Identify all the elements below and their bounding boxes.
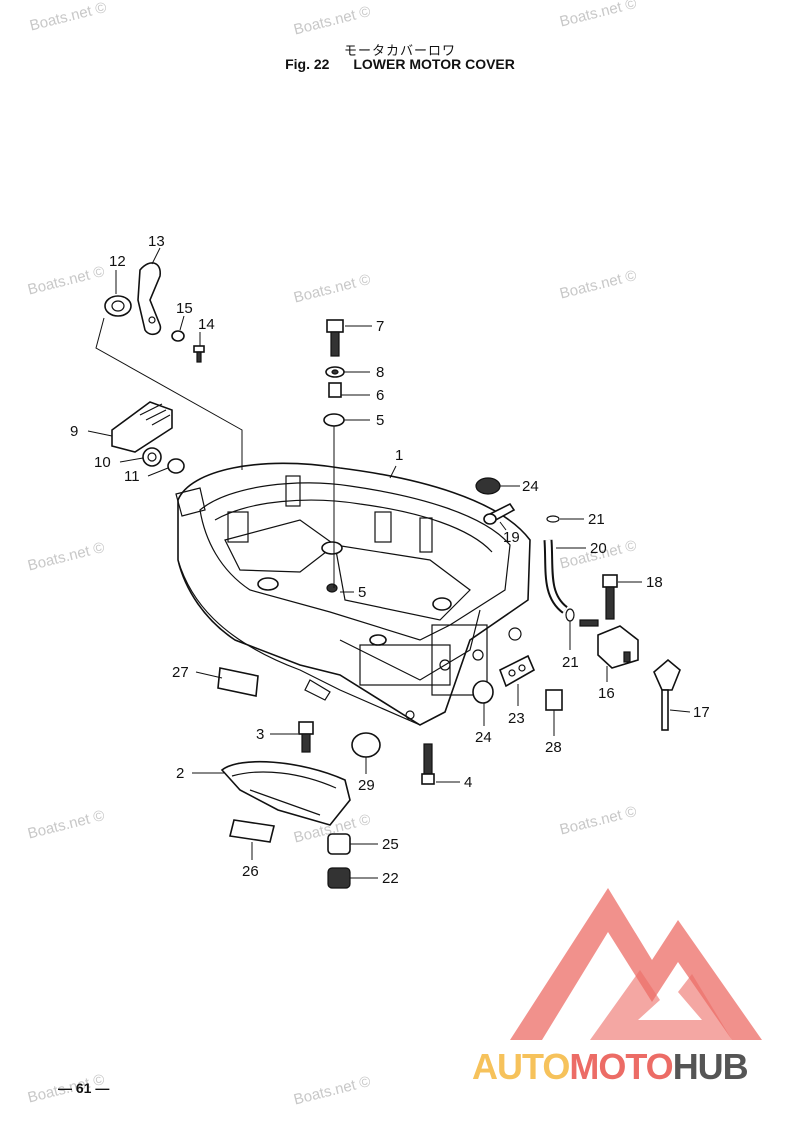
part-19-clamp [483, 502, 516, 525]
part-22-grommet [327, 867, 351, 889]
figure-title: Fig. 22 LOWER MOTOR COVER [0, 56, 800, 72]
part-15-washer [171, 330, 185, 342]
part-11-collar [167, 458, 185, 474]
callout-18: 18 [646, 574, 663, 591]
callout-1: 1 [395, 447, 403, 464]
callout-3: 3 [256, 726, 264, 743]
callout-7: 7 [376, 318, 384, 335]
part-21-clip-lower [565, 608, 575, 622]
figure-name: LOWER MOTOR COVER [353, 56, 515, 72]
part-5-grommet [323, 413, 345, 427]
callout-15: 15 [176, 300, 193, 317]
part-24-plug-lower [472, 680, 494, 704]
callout-22: 22 [382, 870, 399, 887]
part-13-latch-hook [137, 262, 162, 336]
callout-28: 28 [545, 739, 562, 756]
part-28-label [545, 689, 563, 711]
part-17-lever-arm [653, 658, 681, 731]
page-number: — 61 — [58, 1080, 110, 1096]
part-14-screw [193, 345, 205, 363]
part-20-hose [543, 539, 569, 614]
callout-11: 11 [124, 468, 140, 485]
callout-12: 12 [109, 253, 126, 270]
leader-lines [87, 247, 691, 879]
lower-motor-cover [175, 462, 531, 726]
callout-21: 21 [588, 511, 605, 528]
callout-9: 9 [70, 423, 78, 440]
part-12-grommet [104, 295, 132, 317]
part-21-clip [546, 515, 560, 523]
part-27-label [217, 667, 259, 697]
figure-title-japanese: モータカバーロワ [343, 44, 456, 59]
callout-24: 24 [522, 478, 539, 495]
callout-25: 25 [382, 836, 399, 853]
part-24-plug [475, 477, 501, 495]
callout-5-lower: 5 [358, 584, 366, 601]
part-16-fuel-connector [579, 619, 639, 669]
callout-14: 14 [198, 316, 215, 333]
part-10-bushing [142, 447, 162, 467]
callout-19: 19 [503, 529, 520, 546]
callout-8: 8 [376, 364, 384, 381]
callout-13: 13 [148, 233, 165, 250]
automotohub-logo-text: AUTOMOTOHUB [472, 1046, 749, 1087]
automotohub-logo [510, 888, 762, 1040]
callout-23: 23 [508, 710, 525, 727]
part-29-grommet [351, 732, 381, 758]
part-23-gasket [498, 654, 536, 688]
figure-number: Fig. 22 [285, 56, 330, 72]
callout-29: 29 [358, 777, 375, 794]
callout-24-lower: 24 [475, 729, 492, 746]
part-6-collar [328, 382, 342, 398]
callout-2: 2 [176, 765, 184, 782]
callout-labels: 13 12 15 14 7 8 6 5 9 1 10 11 24 21 19 2… [70, 233, 710, 887]
callout-6: 6 [376, 387, 384, 404]
part-26-label [229, 819, 275, 843]
callout-5: 5 [376, 412, 384, 429]
part-3-screw [298, 721, 314, 753]
part-4-bolt [421, 743, 435, 785]
callout-16: 16 [598, 685, 615, 702]
callout-17: 17 [693, 704, 710, 721]
part-18-bolt [602, 574, 618, 620]
callout-21-lower: 21 [562, 654, 579, 671]
part-25-grommet [327, 833, 351, 855]
callout-26: 26 [242, 863, 259, 880]
callout-20: 20 [590, 540, 607, 557]
part-2-handle-cover [220, 760, 351, 826]
part-8-washer [325, 366, 345, 378]
part-7-bolt [326, 319, 344, 357]
callout-10: 10 [94, 454, 111, 471]
callout-27: 27 [172, 664, 189, 681]
part-9-lever [111, 401, 173, 453]
callout-4: 4 [464, 774, 472, 791]
